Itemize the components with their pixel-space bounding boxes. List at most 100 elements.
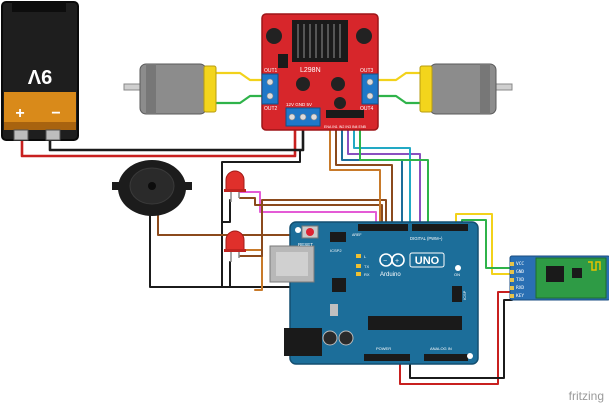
arduino-digital-header-b — [412, 224, 468, 231]
led-2 — [224, 230, 246, 262]
wire-driver-enb — [359, 117, 429, 226]
arduino-icsp-header — [452, 286, 462, 302]
wire-led2-orange — [239, 249, 263, 291]
arduino-led-l — [356, 254, 361, 258]
arduino-led-rx — [356, 272, 361, 276]
fritzing-watermark: fritzing — [569, 389, 604, 403]
wire-ground-bus — [221, 149, 301, 288]
wire-motor-right-yellow — [376, 71, 428, 82]
bt-pin-key: KEY — [516, 293, 524, 299]
buzzer-tab-left — [112, 182, 122, 190]
wire-battery-positive — [20, 118, 297, 158]
arduino-icsp2-label: ICSP2 — [330, 248, 342, 253]
arduino-icsp-label: ICSP — [462, 290, 467, 300]
driver-power-label: 12V GND 5V — [286, 102, 312, 107]
wire-led2-brown — [239, 199, 387, 257]
battery-label-band-dark — [4, 122, 76, 130]
motor-right-shaft — [493, 83, 513, 91]
bt-antenna — [588, 261, 601, 271]
arduino-logo-minus: − — [383, 258, 387, 265]
led-1 — [224, 170, 246, 202]
wire-bt-red — [399, 291, 513, 385]
motor-right-band — [480, 64, 490, 114]
arduino-power-jack — [284, 328, 322, 356]
bt-chip-small — [572, 268, 582, 278]
arduino-usb-inner — [276, 252, 308, 276]
bt-header-pins — [510, 262, 514, 298]
arduino-capacitor-2 — [338, 330, 354, 346]
wire-battery-negative — [48, 116, 305, 152]
arduino-analog-header — [424, 354, 468, 361]
led-1-base — [224, 189, 246, 192]
arduino-aref-label: AREF — [352, 233, 362, 237]
motor-right-cap — [419, 65, 433, 113]
motor-right — [419, 63, 513, 115]
driver-control-label: ENA IN1 IN2 IN3 IN4 ENB — [324, 125, 367, 129]
battery-terminal-positive — [13, 129, 29, 141]
wires — [20, 71, 513, 385]
arduino-mount-hole-3 — [467, 353, 473, 359]
bt-pin-vcc: VCC — [516, 261, 524, 267]
bt-pin-txd: TXD — [516, 277, 524, 283]
arduino-brand-label: Arduino — [380, 272, 401, 278]
arduino-power-label: POWER — [376, 346, 391, 351]
wire-driver-ena — [329, 117, 381, 226]
driver-out2-label: OUT2 — [264, 106, 278, 112]
wire-motor-left-green — [210, 94, 268, 105]
arduino-uno: RESET ICSP2 DIGITAL (PWM~) AREF − + UNO … — [269, 221, 479, 365]
arduino-reset-label: RESET — [298, 242, 313, 247]
driver-capacitor-bottom — [334, 97, 346, 109]
driver-terminal-out1-out2 — [261, 73, 279, 105]
driver-capacitor-left — [266, 28, 282, 44]
wire-bt-black — [409, 299, 513, 379]
wire-motor-left-yellow — [210, 71, 268, 82]
arduino-l-label: L — [364, 254, 367, 259]
heatsink-fins — [297, 24, 341, 58]
wire-motor-right-green — [376, 94, 428, 105]
bt-pin-labels: VCC GND TXD RXD KEY — [516, 261, 524, 299]
wire-bt-yellow — [455, 213, 513, 275]
driver-out3-label: OUT3 — [360, 68, 374, 74]
arduino-atmega328 — [368, 316, 462, 330]
bt-chip — [546, 266, 564, 282]
driver-regulator — [278, 54, 288, 68]
arduino-reset-cap — [306, 228, 314, 236]
motor-left-shaft — [123, 83, 143, 91]
wire-buzzer-ground — [149, 214, 223, 288]
wire-led1-ground — [221, 199, 231, 223]
driver-terminal-out3-out4 — [361, 73, 379, 105]
motor-left — [123, 63, 217, 115]
wire-led1-brown — [239, 197, 383, 226]
arduino-icsp2-header — [330, 232, 346, 242]
piezo-buzzer — [112, 160, 192, 216]
arduino-crystal — [330, 304, 338, 316]
driver-heatsink — [292, 20, 348, 62]
bt-pin-gnd: GND — [516, 269, 524, 275]
arduino-capacitor-1 — [322, 330, 338, 346]
motor-left-band — [146, 64, 156, 114]
wire-driver-in4 — [353, 117, 411, 226]
motor-driver-l298n: L298N OUT1 OUT2 OUT3 OUT4 12V GND 5V ENA… — [261, 13, 379, 131]
driver-capacitor-mid-right — [331, 77, 345, 91]
driver-capacitor-mid-left — [296, 77, 310, 91]
wire-led1-pink — [239, 191, 377, 226]
led-2-base — [224, 249, 246, 252]
arduino-mount-hole-1 — [455, 265, 461, 271]
arduino-on-label: ON — [454, 272, 460, 277]
battery-9v: 9V + − — [1, 1, 79, 141]
driver-out1-label: OUT1 — [264, 68, 278, 74]
terminal-screws — [266, 78, 374, 121]
bluetooth-module: VCC GND TXD RXD KEY — [509, 255, 609, 301]
arduino-atmega16u2 — [332, 278, 346, 292]
battery-terminal-negative — [45, 129, 61, 141]
arduino-logo-plus: + — [395, 258, 399, 265]
led-2-body — [225, 230, 245, 251]
arduino-rx-label: RX — [364, 272, 370, 277]
wire-driver-in1 — [335, 117, 393, 226]
arduino-analog-label: ANALOG IN — [430, 346, 452, 351]
buzzer-hole — [148, 182, 156, 190]
driver-capacitor-right — [356, 28, 372, 44]
motor-left-cap — [203, 65, 217, 113]
